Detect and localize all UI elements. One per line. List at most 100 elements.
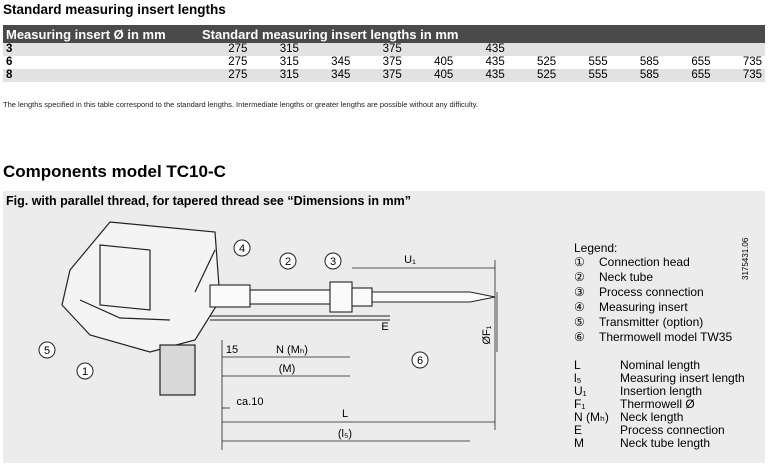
length-cell: 275 — [199, 69, 251, 82]
callout-5: 5 — [44, 345, 50, 357]
length-cell: 655 — [691, 56, 711, 68]
legend-text: Neck tube — [599, 270, 654, 284]
dim-m: (M) — [279, 363, 296, 375]
neck-thermowell-shape — [209, 281, 496, 321]
length-cell — [713, 43, 765, 56]
abbreviation-key: E — [574, 423, 583, 437]
callout-3: 3 — [330, 256, 336, 268]
length-cell: 375 — [382, 56, 402, 68]
length-cell: 435 — [456, 69, 508, 82]
length-cell: 275 — [199, 43, 251, 56]
length-cell: 375 — [353, 43, 405, 56]
header-lengths: Standard measuring insert lengths in mm — [199, 25, 765, 43]
standard-lengths-title: Standard measuring insert lengths — [3, 2, 226, 17]
abbreviation-text: Neck length — [620, 410, 684, 424]
callout-2: 2 — [285, 256, 291, 268]
diameter-cell: 3 — [3, 43, 199, 56]
length-cell: 275 — [228, 56, 248, 68]
abbreviation-text: Neck tube length — [620, 436, 711, 450]
dim-f1: ØF₁ — [481, 325, 493, 344]
abbreviation-key: L — [574, 358, 581, 372]
legend-item: ⑥ Thermowell model TW35 — [574, 330, 732, 344]
components-title: Components model TC10-C — [3, 162, 226, 181]
length-cell — [559, 43, 611, 56]
legend-text: Transmitter (option) — [599, 315, 704, 329]
dimension-lines — [221, 260, 498, 450]
length-cell: 585 — [610, 69, 663, 82]
header-diameter: Measuring insert Ø in mm — [3, 25, 199, 43]
table-row: 6 275 315 345 375 405 435 525 555 585 655 735 — [3, 56, 765, 69]
dim-ca10: ca.10 — [237, 396, 264, 408]
length-cell: 345 — [301, 69, 354, 82]
dim-e: E — [381, 321, 388, 333]
table-note: The lengths specified in this table corr… — [3, 100, 479, 109]
legend-text: Process connection — [599, 285, 704, 299]
abbreviation-key: l₅ — [574, 371, 582, 385]
length-cell: 525 — [536, 56, 557, 68]
length-cell: 585 — [639, 56, 660, 68]
legend-number: ⑥ — [574, 330, 585, 344]
length-cell: 555 — [588, 56, 608, 68]
length-cell — [404, 43, 457, 56]
diameter-cell: 6 — [6, 56, 13, 68]
legend-number: ② — [574, 270, 585, 284]
length-cell: 555 — [559, 69, 611, 82]
legend-number: ④ — [574, 300, 585, 314]
abbreviation-key: U₁ — [574, 384, 587, 398]
length-cell: 435 — [485, 56, 505, 68]
abbreviation-text: Insertion length — [620, 384, 703, 398]
length-cell — [301, 43, 354, 56]
legend-item: ⑤ Transmitter (option) — [574, 315, 703, 329]
legend-item: ④ Measuring insert — [574, 300, 688, 314]
legend-item: ② Neck tube — [574, 270, 653, 284]
abbreviation-text: Nominal length — [620, 358, 701, 372]
abbreviation-text: Measuring insert length — [620, 371, 745, 385]
abbreviation-text: Process connection — [620, 423, 725, 437]
abbreviation-item: F₁ Thermowell Ø — [574, 397, 695, 411]
dim-15: 15 — [226, 344, 238, 356]
legend-text: Connection head — [599, 255, 690, 269]
length-cell: 345 — [331, 56, 351, 68]
dim-l5: (l₅) — [338, 428, 352, 440]
legend-text: Thermowell model TW35 — [599, 330, 733, 344]
abbreviation-item: l₅ Measuring insert length — [574, 371, 745, 385]
length-cell: 735 — [742, 56, 762, 68]
legend-text: Measuring insert — [599, 300, 688, 314]
callouts — [38, 239, 429, 380]
callout-1: 1 — [82, 366, 88, 378]
abbreviation-item: M Neck tube length — [574, 436, 710, 450]
callout-6: 6 — [417, 355, 423, 367]
abbreviation-key: F₁ — [574, 397, 586, 411]
abbreviation-text: Thermowell Ø — [620, 397, 695, 411]
length-cell: 315 — [279, 56, 299, 68]
length-cell — [610, 43, 663, 56]
length-cell: 435 — [456, 43, 508, 56]
length-cell: 405 — [404, 69, 457, 82]
dim-n: N (Mₕ) — [276, 344, 308, 356]
callout-4: 4 — [239, 243, 245, 255]
legend-number: ⑤ — [574, 315, 585, 329]
length-cell: 525 — [507, 69, 560, 82]
abbreviation-item: N (Mₕ)Neck length — [574, 410, 683, 424]
connection-head-shape — [61, 221, 221, 396]
length-cell — [662, 43, 714, 56]
length-cell: 315 — [250, 69, 302, 82]
dim-l: L — [342, 408, 348, 420]
abbreviation-item: U₁ Insertion length — [574, 384, 702, 398]
insert-lengths-table: Measuring insert Ø in mm Standard measur… — [3, 25, 765, 82]
abbreviation-key: M — [574, 436, 584, 450]
abbreviation-item: E Process connection — [574, 423, 725, 437]
legend-number: ① — [574, 255, 585, 269]
length-cell: 405 — [434, 56, 454, 68]
length-cell: 375 — [353, 69, 405, 82]
length-cell: 315 — [250, 43, 302, 56]
length-cell: 655 — [662, 69, 714, 82]
dim-u1: U₁ — [404, 254, 416, 266]
legend-title: Legend: — [574, 241, 618, 255]
length-cell: 735 — [713, 69, 765, 82]
diameter-cell: 8 — [3, 69, 199, 82]
